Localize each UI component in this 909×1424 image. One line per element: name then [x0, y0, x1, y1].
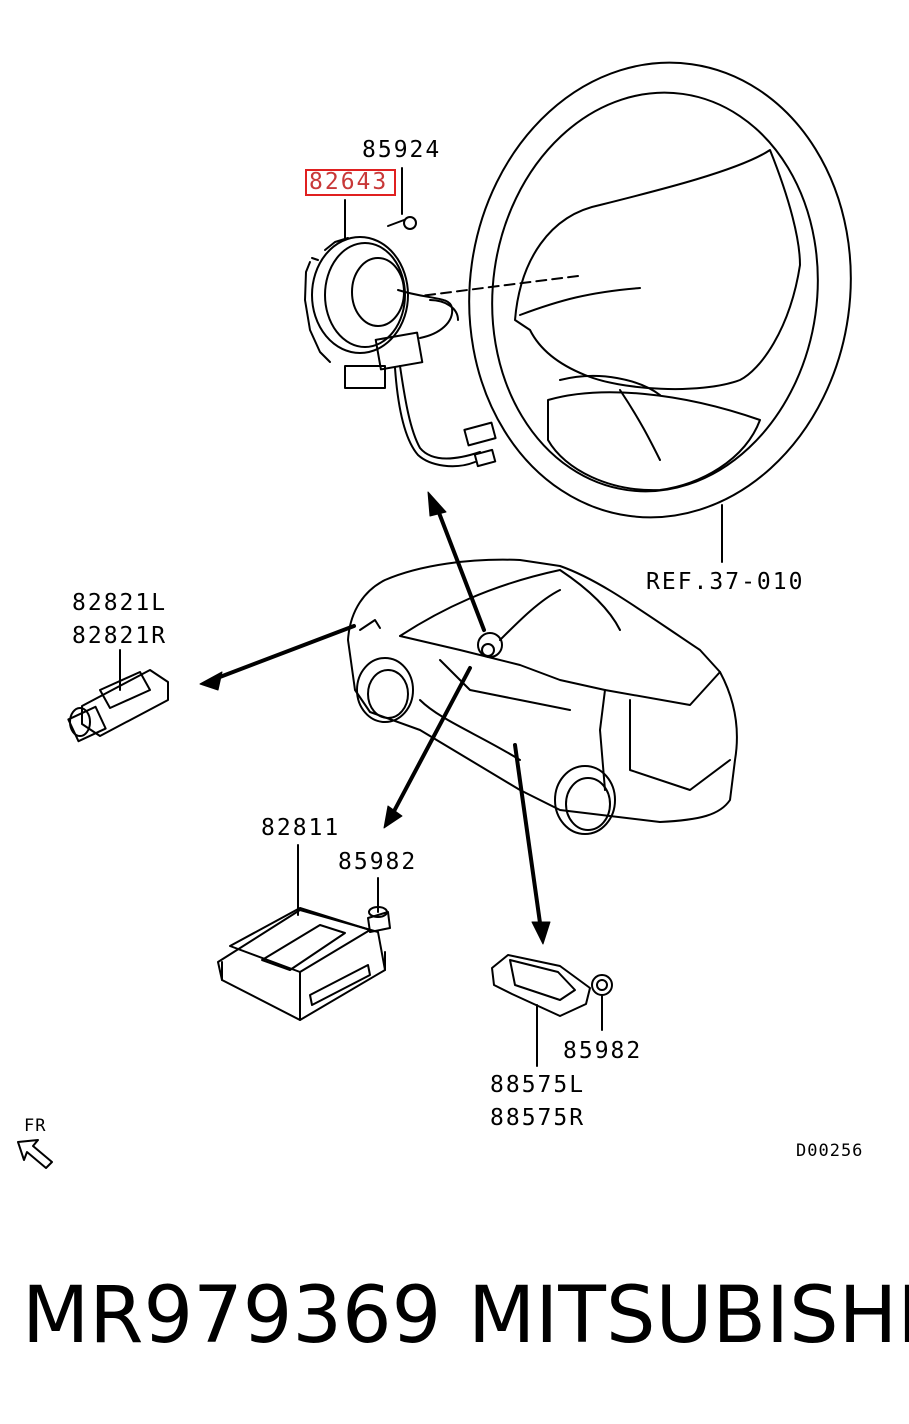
label-fr: FR — [24, 1116, 47, 1136]
label-88575R: 88575R — [490, 1105, 586, 1131]
label-82643-highlighted: 82643 — [305, 169, 397, 196]
arrows — [199, 491, 551, 945]
label-82821L: 82821L — [72, 590, 168, 616]
diagram-code: D00256 — [796, 1141, 864, 1161]
side-impact-sensor — [67, 649, 169, 743]
part-number: MR979369 — [22, 1271, 442, 1361]
label-85982-sensor: 85982 — [563, 1038, 643, 1064]
srs-control-unit — [217, 844, 391, 1021]
label-85924: 85924 — [362, 137, 442, 163]
label-88575L: 88575L — [490, 1072, 586, 1098]
front-impact-sensor — [491, 954, 613, 1067]
steering-wheel — [419, 61, 852, 563]
front-direction-arrow-icon — [17, 1139, 53, 1169]
vehicle-body — [347, 558, 738, 835]
screw — [387, 167, 417, 230]
label-85982-unit: 85982 — [338, 849, 418, 875]
label-82811: 82811 — [261, 815, 341, 841]
label-ref-37-010: REF.37-010 — [646, 569, 805, 595]
label-82821R: 82821R — [72, 623, 168, 649]
brand-name: MITSUBISHI — [468, 1271, 909, 1361]
clock-spring — [304, 199, 497, 468]
